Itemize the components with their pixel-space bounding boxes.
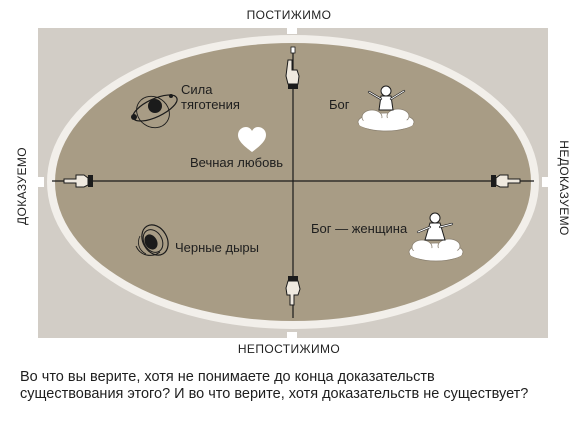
pointing-hand-right-icon (491, 174, 521, 188)
question-line-1: Во что вы верите, хотя не понимаете до к… (20, 369, 435, 385)
pointing-hand-up-icon (285, 59, 300, 89)
black-hole-icon (135, 224, 169, 256)
panel-notch-top (287, 27, 297, 34)
god-figure-icon (367, 85, 406, 111)
cloud-icon (357, 108, 415, 132)
cloud-icon (408, 238, 464, 262)
top-axis-tip (290, 46, 296, 54)
eternal-love-label: Вечная любовь (190, 155, 283, 170)
axis-label-left: ДОКАЗУЕМО (15, 147, 29, 225)
question-line-2: существования этого? И во что верите, хо… (20, 386, 529, 402)
goddess-figure-icon (416, 212, 454, 241)
axis-label-right: НЕДОКАЗУЕМО (557, 140, 571, 236)
heart-icon (238, 127, 266, 152)
gravity-label-line1: Сила (181, 82, 213, 97)
black-holes-label: Черные дыры (175, 240, 259, 255)
pointing-hand-left-icon (63, 174, 93, 188)
panel-notch-right (542, 177, 549, 187)
orbit-planet-icon (131, 94, 178, 129)
god-woman-label: Бог — женщина (311, 221, 408, 236)
god-label: Бог (329, 97, 350, 112)
panel-notch-bottom (287, 332, 297, 339)
pointing-hand-down-icon (285, 276, 301, 306)
question-caption: Во что вы верите, хотя не понимаете до к… (20, 369, 565, 403)
gravity-label-line2: тяготения (181, 97, 240, 112)
panel-notch-left (37, 177, 44, 187)
axis-label-top: ПОСТИЖИМО (246, 8, 332, 22)
axis-label-bottom: НЕПОСТИЖИМО (237, 342, 341, 356)
